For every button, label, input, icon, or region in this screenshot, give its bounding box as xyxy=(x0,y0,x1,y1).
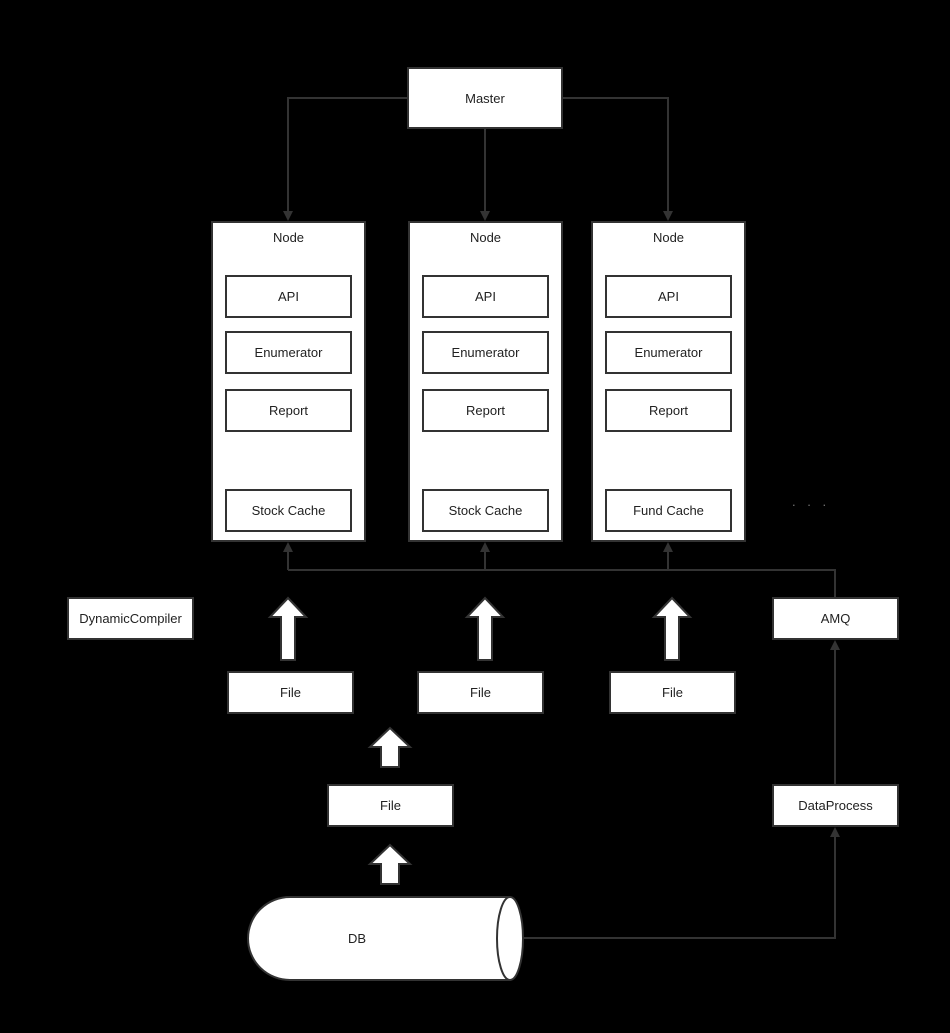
up-arrow-file2 xyxy=(464,596,506,661)
amq-box: AMQ xyxy=(772,597,899,640)
cache-box: Fund Cache xyxy=(605,489,732,532)
cache-label: Stock Cache xyxy=(448,503,523,518)
amq-label: AMQ xyxy=(820,611,851,626)
report-box: Report xyxy=(225,389,352,432)
enumerator-box: Enumerator xyxy=(605,331,732,374)
master-box: Master xyxy=(407,67,563,129)
api-label: API xyxy=(475,289,496,304)
enumerator-label: Enumerator xyxy=(451,345,520,360)
up-arrow-file3 xyxy=(651,596,693,661)
node-1: Node xyxy=(211,221,366,542)
enumerator-label: Enumerator xyxy=(634,345,703,360)
report-box: Report xyxy=(422,389,549,432)
up-arrow-db xyxy=(367,843,413,885)
node-title: Node xyxy=(652,230,685,245)
node-3: Node xyxy=(591,221,746,542)
api-box: API xyxy=(225,275,352,318)
connector-master-node1 xyxy=(283,97,407,221)
cache-label: Stock Cache xyxy=(251,503,326,518)
up-arrow-file1 xyxy=(267,596,309,661)
report-label: Report xyxy=(465,403,506,418)
connector-db-dataprocess xyxy=(524,827,840,939)
cache-label: Fund Cache xyxy=(633,503,704,518)
cache-box: Stock Cache xyxy=(422,489,549,532)
data-process-box: DataProcess xyxy=(772,784,899,827)
api-label: API xyxy=(278,289,299,304)
enumerator-box: Enumerator xyxy=(225,331,352,374)
file-middle-label: File xyxy=(380,798,401,813)
dynamic-compiler-label: DynamicCompiler xyxy=(79,611,182,626)
file-label: File xyxy=(280,685,301,700)
report-label: Report xyxy=(268,403,309,418)
report-label: Report xyxy=(648,403,689,418)
api-box: API xyxy=(605,275,732,318)
db-label: DB xyxy=(348,931,367,946)
dynamic-compiler-box: DynamicCompiler xyxy=(67,597,194,640)
master-label: Master xyxy=(465,90,505,106)
connector-master-node3 xyxy=(562,97,673,221)
report-box: Report xyxy=(605,389,732,432)
file-box: File xyxy=(609,671,736,714)
enumerator-label: Enumerator xyxy=(254,345,323,360)
api-box: API xyxy=(422,275,549,318)
db-cylinder xyxy=(247,896,511,981)
file-middle-box: File xyxy=(327,784,454,827)
db-cylinder-cap xyxy=(496,896,524,981)
more-nodes-ellipsis: . . . xyxy=(792,494,831,509)
node-2: Node xyxy=(408,221,563,542)
up-arrow-file-middle xyxy=(367,726,413,768)
cache-box: Stock Cache xyxy=(225,489,352,532)
api-label: API xyxy=(658,289,679,304)
node-title: Node xyxy=(272,230,305,245)
data-process-label: DataProcess xyxy=(798,798,873,813)
file-label: File xyxy=(470,685,491,700)
file-box: File xyxy=(227,671,354,714)
connector-amq-bus xyxy=(288,569,836,598)
file-box: File xyxy=(417,671,544,714)
node-title: Node xyxy=(469,230,502,245)
enumerator-box: Enumerator xyxy=(422,331,549,374)
file-label: File xyxy=(662,685,683,700)
